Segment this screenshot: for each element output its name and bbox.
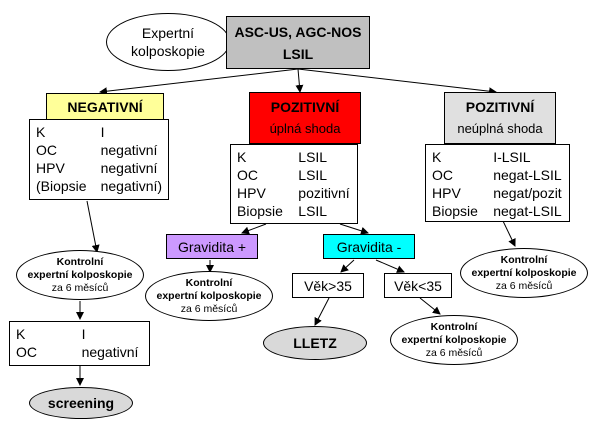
- followup-key: K: [16, 326, 26, 342]
- negativni-value: I: [100, 124, 105, 140]
- kontrola-line2: expertní kolposkopie: [156, 289, 262, 302]
- pozitivni-uplna-value: LSIL: [298, 167, 328, 183]
- pozitivni-uplna-table: K LSIL OC LSIL HPV pozitivní Biopsie LSI…: [231, 145, 357, 223]
- pozitivni-uplna-key: K: [237, 149, 247, 165]
- negativni-followup-box: K I OC negativní: [9, 321, 150, 366]
- kontrola-ellipse-negativni: Kontrolní expertní kolposkopie za 6 měsí…: [16, 250, 144, 300]
- arrow-to-vek-under: [375, 259, 405, 273]
- pozitivni-neuplna-value: negat-LSIL: [493, 203, 562, 219]
- arrow-to-negativni: [99, 68, 299, 96]
- pozitivni-uplna-title: POZITIVNÍ: [270, 99, 340, 115]
- kontrola-line1: Kontrolní: [430, 320, 478, 333]
- kontrola-ellipse-vek: Kontrolní expertní kolposkopie za 6 měsí…: [390, 315, 518, 365]
- negativni-key: (Biopsie: [36, 178, 87, 194]
- gravidita-plus-box: Gravidita +: [166, 234, 258, 259]
- kontrola-line1: Kontrolní: [185, 276, 233, 289]
- negativni-label: NEGATIVNÍ: [46, 93, 164, 120]
- followup-value: negativní: [81, 344, 139, 360]
- arrow-to-gravidita-minus: [339, 223, 369, 235]
- negativni-key: HPV: [36, 160, 65, 176]
- screening-text: screening: [47, 395, 115, 411]
- pozitivni-uplna-key: Biopsie: [237, 203, 283, 219]
- arrow-to-vek-over: [340, 259, 355, 273]
- gravidita-plus-text: Gravidita +: [177, 238, 247, 255]
- pozitivni-neuplna-value: negat-LSIL: [493, 167, 562, 183]
- vek-under-text: Věk<35: [394, 277, 442, 294]
- kontrola-line2: expertní kolposkopie: [401, 333, 507, 346]
- arrow-to-neuplna: [297, 68, 497, 96]
- kontrola-line2: expertní kolposkopie: [471, 266, 577, 279]
- followup-key: OC: [16, 344, 37, 360]
- header-line1: ASC-US, AGC-NOS: [234, 23, 362, 40]
- followup-value: I: [81, 326, 86, 342]
- negativni-followup-table: K I OC negativní: [10, 322, 149, 364]
- negativni-table: K I OC negativní HPV negativní (Biopsie …: [30, 120, 168, 198]
- kontrola-line1: Kontrolní: [56, 255, 104, 268]
- vek-over-text: Věk>35: [304, 277, 352, 294]
- pozitivni-neuplna-subtitle: neúplná shoda: [457, 121, 543, 136]
- pozitivni-neuplna-key: K: [432, 149, 442, 165]
- negativni-value: negativní): [100, 178, 163, 194]
- pozitivni-neuplna-label: POZITIVNÍ neúplná shoda: [444, 92, 556, 144]
- vek-over-box: Věk>35: [292, 273, 364, 298]
- kontrola-line3: za 6 měsíců: [495, 279, 553, 292]
- kontrola-line2: expertní kolposkopie: [27, 268, 133, 281]
- kontrola-ellipse-gravidita: Kontrolní expertní kolposkopie za 6 měsí…: [145, 271, 273, 321]
- pozitivni-uplna-subtitle: úplná shoda: [269, 121, 341, 136]
- arrow-neuplna-to-kontrola: [502, 220, 516, 247]
- gravidita-minus-text: Gravidita -: [336, 238, 402, 255]
- pozitivni-uplna-key: OC: [237, 167, 258, 183]
- pozitivni-neuplna-value: I-LSIL: [493, 149, 531, 165]
- negativni-label-text: NEGATIVNÍ: [67, 98, 143, 115]
- pozitivni-neuplna-key: HPV: [432, 185, 461, 201]
- arrow-neg-to-kontrola: [86, 200, 100, 253]
- vek-under-box: Věk<35: [384, 273, 452, 298]
- pozitivni-uplna-key: HPV: [237, 185, 266, 201]
- negativni-details: K I OC negativní HPV negativní (Biopsie …: [29, 119, 169, 200]
- lletz-ellipse: LLETZ: [263, 326, 367, 360]
- negativni-value: negativní: [100, 142, 158, 158]
- pozitivni-uplna-value: LSIL: [298, 149, 328, 165]
- negativni-key: OC: [36, 142, 57, 158]
- pozitivni-uplna-value: LSIL: [298, 203, 328, 219]
- pozitivni-neuplna-details: K I-LSIL OC negat-LSIL HPV negat/pozit B…: [425, 144, 570, 222]
- expertni-kolposkopie-text: Expertní kolposkopie: [131, 25, 205, 59]
- pozitivni-uplna-value: pozitivní: [298, 185, 350, 201]
- arrow-to-lletz: [314, 297, 330, 326]
- kontrola-line3: za 6 měsíců: [180, 302, 238, 315]
- kontrola-line3: za 6 měsíců: [51, 281, 109, 294]
- pozitivni-neuplna-key: OC: [432, 167, 453, 183]
- screening-ellipse: screening: [29, 387, 133, 419]
- arrow-to-pozitivni: [295, 68, 304, 93]
- gravidita-minus-box: Gravidita -: [323, 234, 415, 259]
- pozitivni-neuplna-value: negat/pozit: [493, 185, 562, 201]
- negativni-value: negativní: [100, 160, 158, 176]
- negativni-key: K: [36, 124, 46, 140]
- pozitivni-uplna-label: POZITIVNÍ úplná shoda: [249, 92, 361, 144]
- header-line2: LSIL: [282, 45, 314, 62]
- kontrola-line3: za 6 měsíců: [425, 346, 483, 359]
- arrow-to-gravidita-plus: [241, 223, 267, 235]
- pozitivni-neuplna-key: Biopsie: [432, 203, 478, 219]
- pozitivni-neuplna-table: K I-LSIL OC negat-LSIL HPV negat/pozit B…: [426, 145, 569, 223]
- expertni-kolposkopie-ellipse: Expertní kolposkopie: [106, 13, 230, 71]
- kontrola-line1: Kontrolní: [500, 253, 548, 266]
- pozitivni-uplna-details: K LSIL OC LSIL HPV pozitivní Biopsie LSI…: [230, 144, 358, 224]
- lletz-text: LLETZ: [293, 335, 337, 351]
- arrow-under-to-kontrola: [419, 297, 441, 315]
- kontrola-ellipse-neuplna: Kontrolní expertní kolposkopie za 6 měsí…: [460, 248, 588, 298]
- pozitivni-neuplna-title: POZITIVNÍ: [465, 99, 535, 115]
- header-box: ASC-US, AGC-NOS LSIL: [226, 16, 370, 69]
